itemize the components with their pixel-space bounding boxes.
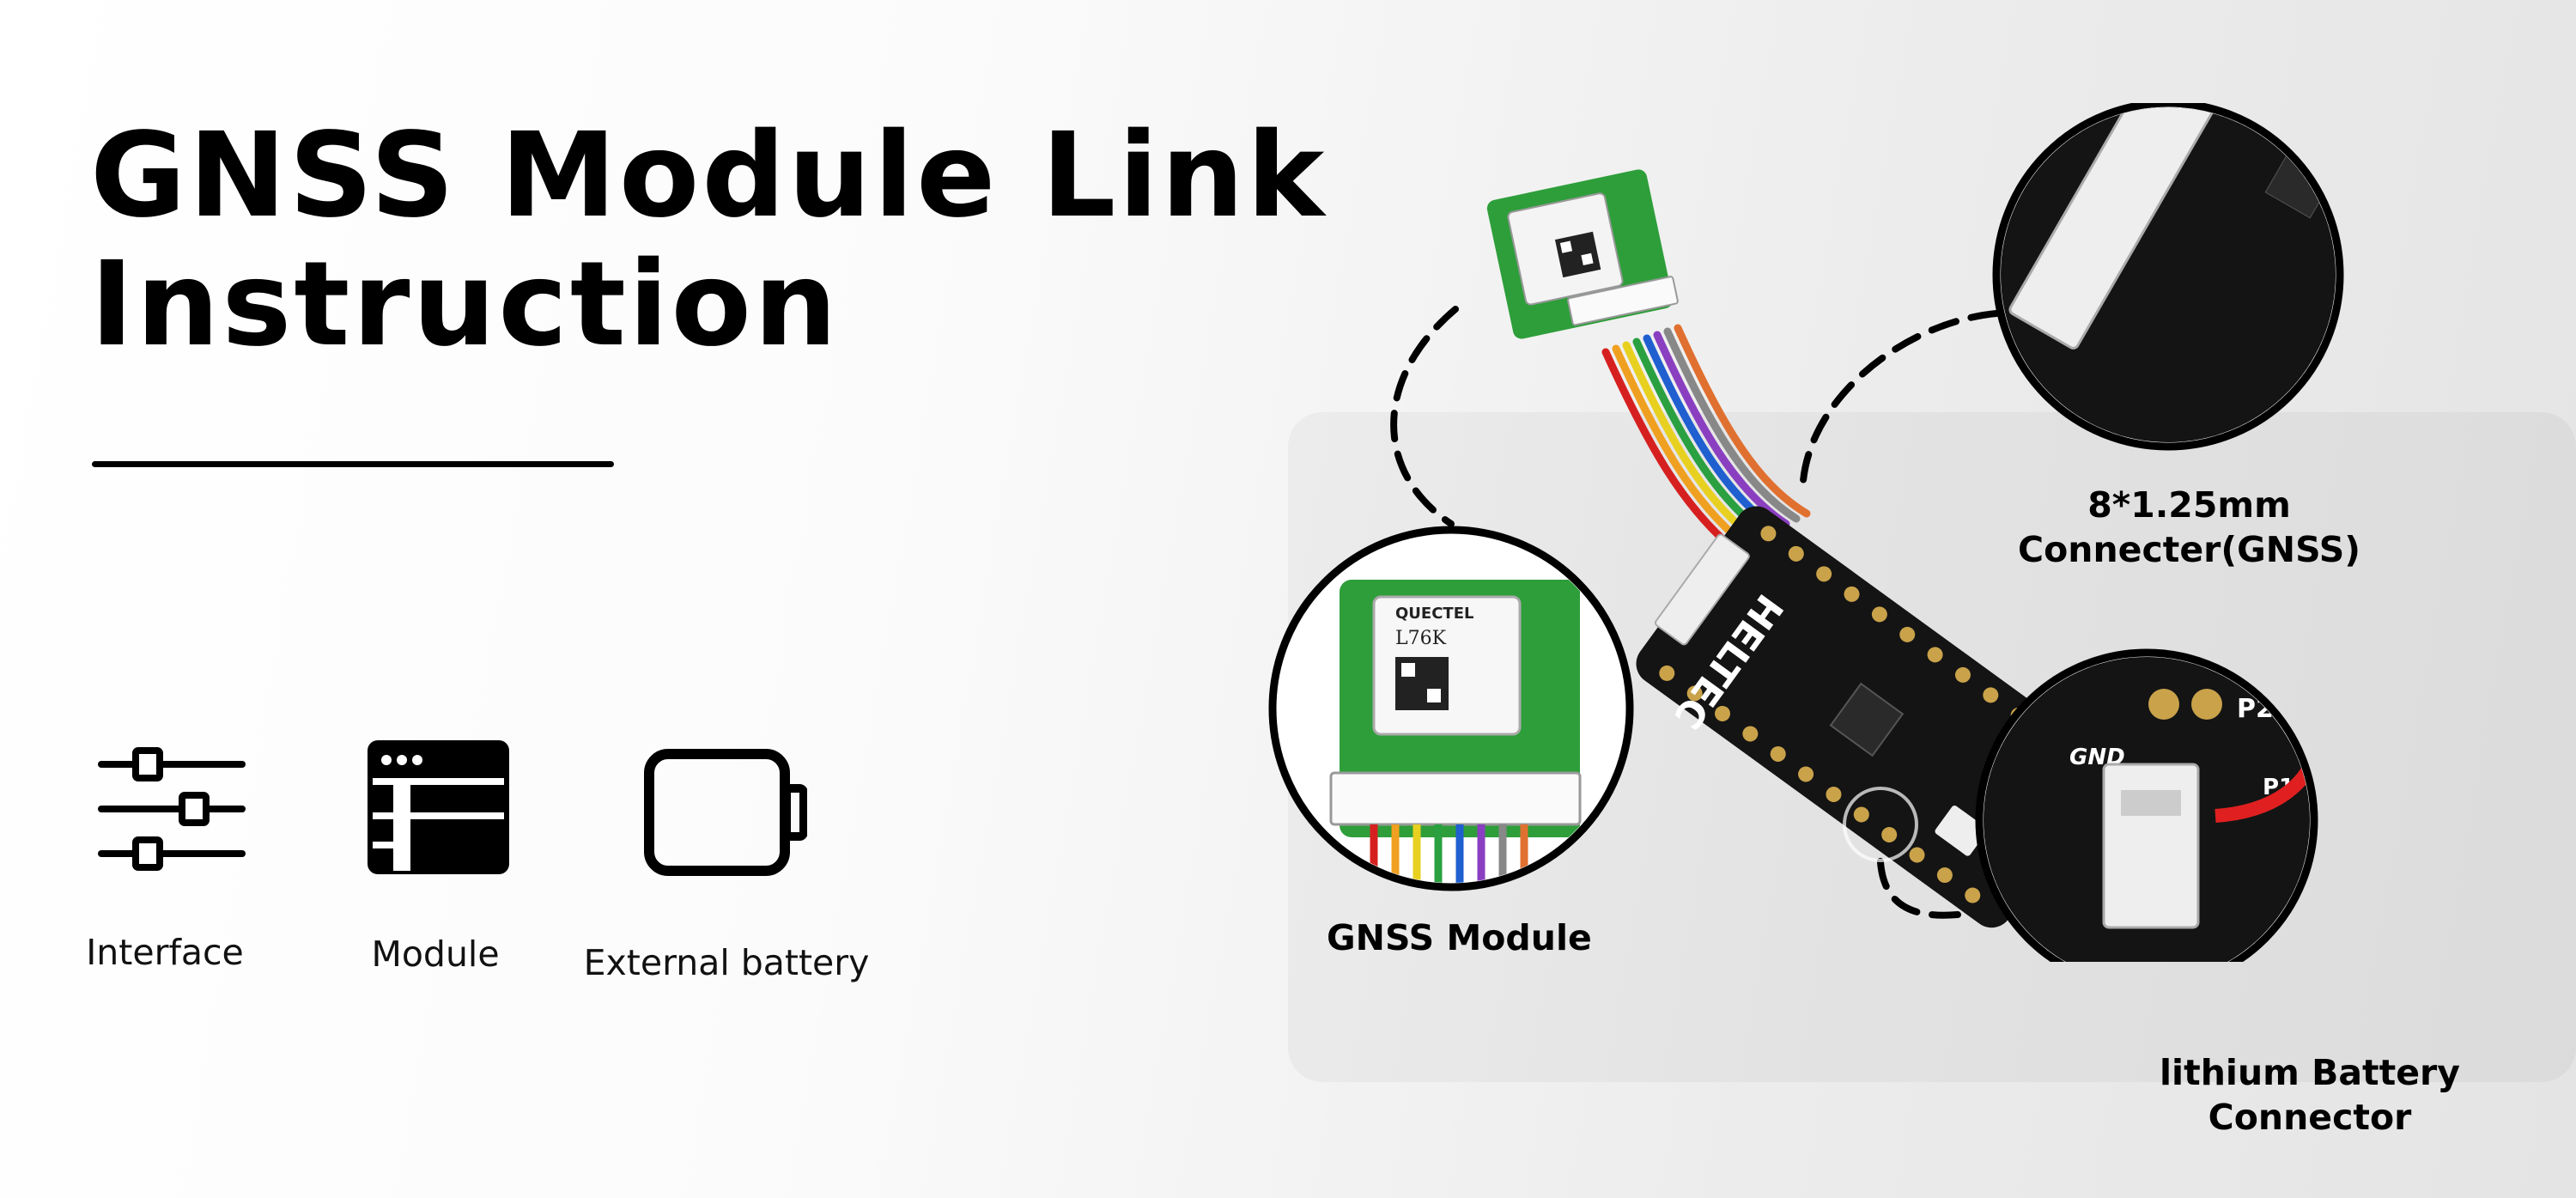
battery-icon bbox=[644, 749, 807, 876]
callout-gnss-module: GNSS Module bbox=[1327, 915, 1592, 960]
leader-connector bbox=[1800, 310, 2000, 484]
callout-connector-line1: 8*1.25mm bbox=[2087, 484, 2291, 526]
chip-maker-text: QUECTEL bbox=[1395, 605, 1473, 623]
gnss-module-small bbox=[1486, 169, 1679, 339]
sliders-icon bbox=[98, 747, 246, 871]
feature-external-battery: External battery bbox=[584, 749, 869, 983]
title-divider bbox=[92, 461, 614, 467]
feature-interface: Interface bbox=[86, 739, 249, 973]
product-illustration: HELTEC QUECTEL L76K bbox=[1268, 103, 2344, 962]
callout-battery-line1: lithium Battery bbox=[2160, 1052, 2461, 1093]
leader-gnss-module bbox=[1390, 306, 1459, 527]
battery-connector-highlight bbox=[1843, 787, 1918, 862]
module-layout-icon bbox=[368, 740, 509, 874]
feature-label-interface: Interface bbox=[86, 932, 244, 973]
zoom-gnss-module: QUECTEL L76K bbox=[1268, 526, 1634, 891]
callout-battery-connector: lithium Battery Connector bbox=[2160, 1050, 2460, 1140]
feature-label-external-battery: External battery bbox=[583, 942, 870, 983]
page-title-line1: GNSS Module Link bbox=[90, 108, 1327, 244]
chip-model-text: L76K bbox=[1395, 628, 1447, 649]
callout-battery-line2: Connector bbox=[2208, 1097, 2412, 1138]
callout-gnss-module-text: GNSS Module bbox=[1327, 917, 1592, 958]
zoom-battery-connector: P2 GND P1 bbox=[1975, 648, 2318, 962]
page-title-line2: Instruction bbox=[90, 237, 840, 373]
callout-connector-line2: Connecter(GNSS) bbox=[2018, 529, 2361, 570]
callout-gnss-connector: 8*1.25mm Connecter(GNSS) bbox=[2018, 483, 2360, 572]
feature-module: Module bbox=[368, 740, 509, 975]
feature-label-module: Module bbox=[371, 933, 500, 975]
page-title: GNSS Module Link Instruction bbox=[90, 112, 1327, 369]
